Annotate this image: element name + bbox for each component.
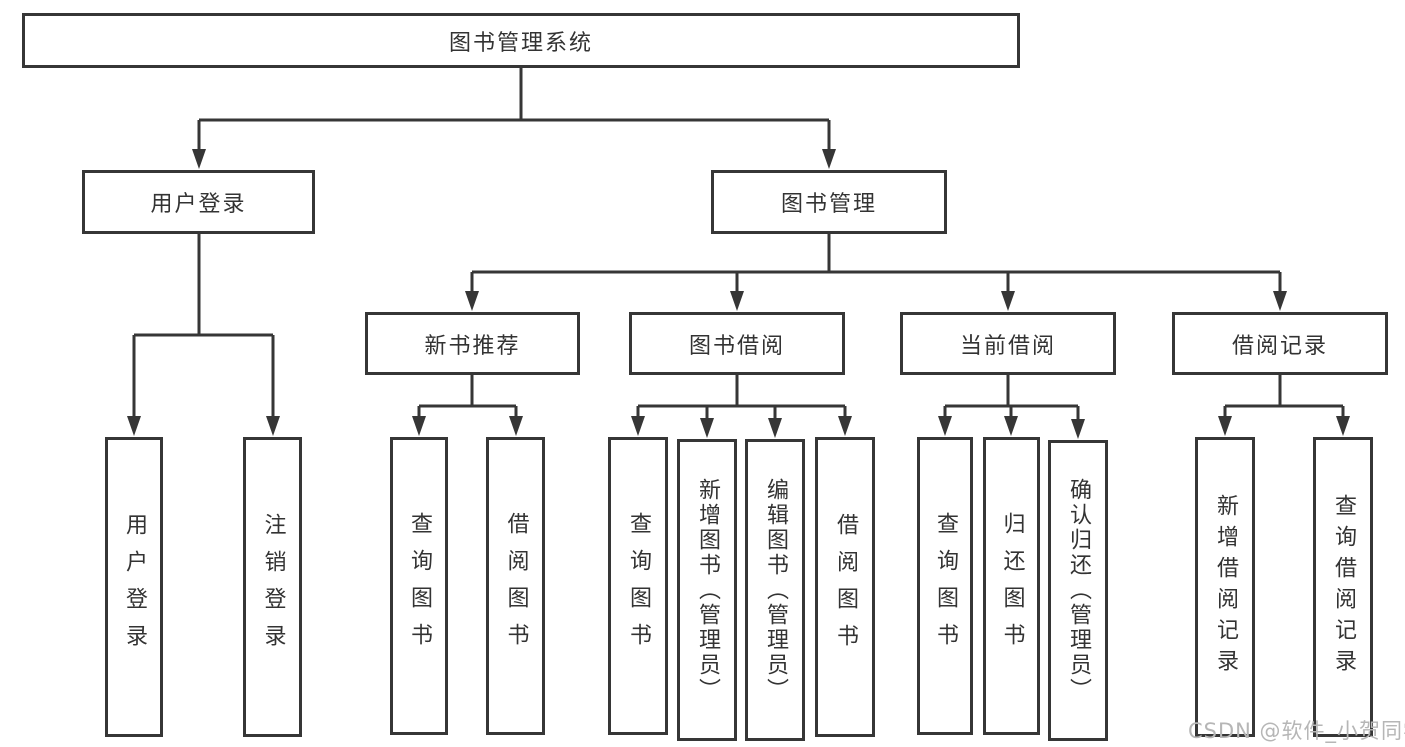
node-label: 新书推荐	[424, 333, 521, 359]
leaf-query-borrow-record: 查询借阅记录	[1313, 437, 1373, 737]
node-label: 用户登录	[122, 513, 147, 661]
leaf-query-books: 查询图书	[608, 437, 668, 735]
node-label: 新增借阅记录	[1213, 494, 1238, 680]
node-label: 查询借阅记录	[1331, 494, 1356, 680]
node-label: 用户登录	[150, 192, 247, 217]
leaf-query-books: 查询图书	[390, 437, 448, 735]
node-current-borrowing: 当前借阅	[900, 312, 1116, 375]
node-borrowing-records: 借阅记录	[1172, 312, 1388, 375]
leaf-confirm-return-admin: 确认归还（管理员）	[1048, 440, 1108, 741]
node-label: 图书管理	[780, 192, 877, 217]
leaf-logout: 注销登录	[243, 437, 302, 737]
connector-book-borrow-children	[631, 375, 852, 438]
node-new-book-recommend: 新书推荐	[365, 312, 580, 375]
node-label: 新增图书（管理员）	[695, 477, 720, 703]
leaf-borrow-books: 借阅图书	[486, 437, 545, 735]
connector-current-borrow-children	[938, 375, 1085, 439]
leaf-add-borrow-record: 新增借阅记录	[1195, 437, 1255, 737]
node-label: 编辑图书（管理员）	[763, 477, 788, 703]
leaf-borrow-books: 借阅图书	[815, 437, 875, 737]
leaf-edit-books-admin: 编辑图书（管理员）	[745, 439, 805, 741]
leaf-user-login: 用户登录	[105, 437, 163, 737]
leaf-query-books: 查询图书	[917, 437, 973, 735]
node-user-login-branch: 用户登录	[82, 170, 315, 234]
connector-root-to-branches	[192, 68, 836, 169]
node-label: 图书借阅	[688, 333, 785, 359]
node-book-borrowing: 图书借阅	[629, 312, 845, 375]
node-label: 查询图书	[626, 512, 651, 660]
node-label: 借阅图书	[503, 512, 529, 660]
node-label: 确认归还（管理员）	[1066, 478, 1091, 703]
node-label: 借阅图书	[833, 513, 858, 661]
node-book-management-branch: 图书管理	[711, 170, 947, 234]
node-label: 注销登录	[260, 513, 286, 661]
node-label: 图书管理系统	[448, 30, 593, 56]
node-label: 查询图书	[933, 512, 958, 660]
csdn-watermark: CSDN @软件_小贺同学	[1188, 719, 1405, 743]
node-label: 借阅记录	[1231, 333, 1328, 359]
connector-borrow-record-children	[1218, 375, 1350, 436]
connector-book-mgmt-children	[465, 234, 1287, 311]
node-label: 当前借阅	[959, 333, 1056, 359]
leaf-add-books-admin: 新增图书（管理员）	[677, 439, 737, 741]
connector-new-book-children	[412, 375, 523, 436]
node-book-management-system: 图书管理系统	[22, 13, 1020, 68]
node-label: 查询图书	[407, 512, 432, 660]
node-label: 归还图书	[999, 512, 1025, 660]
leaf-return-books: 归还图书	[983, 437, 1040, 735]
connector-user-login-children	[127, 234, 280, 436]
